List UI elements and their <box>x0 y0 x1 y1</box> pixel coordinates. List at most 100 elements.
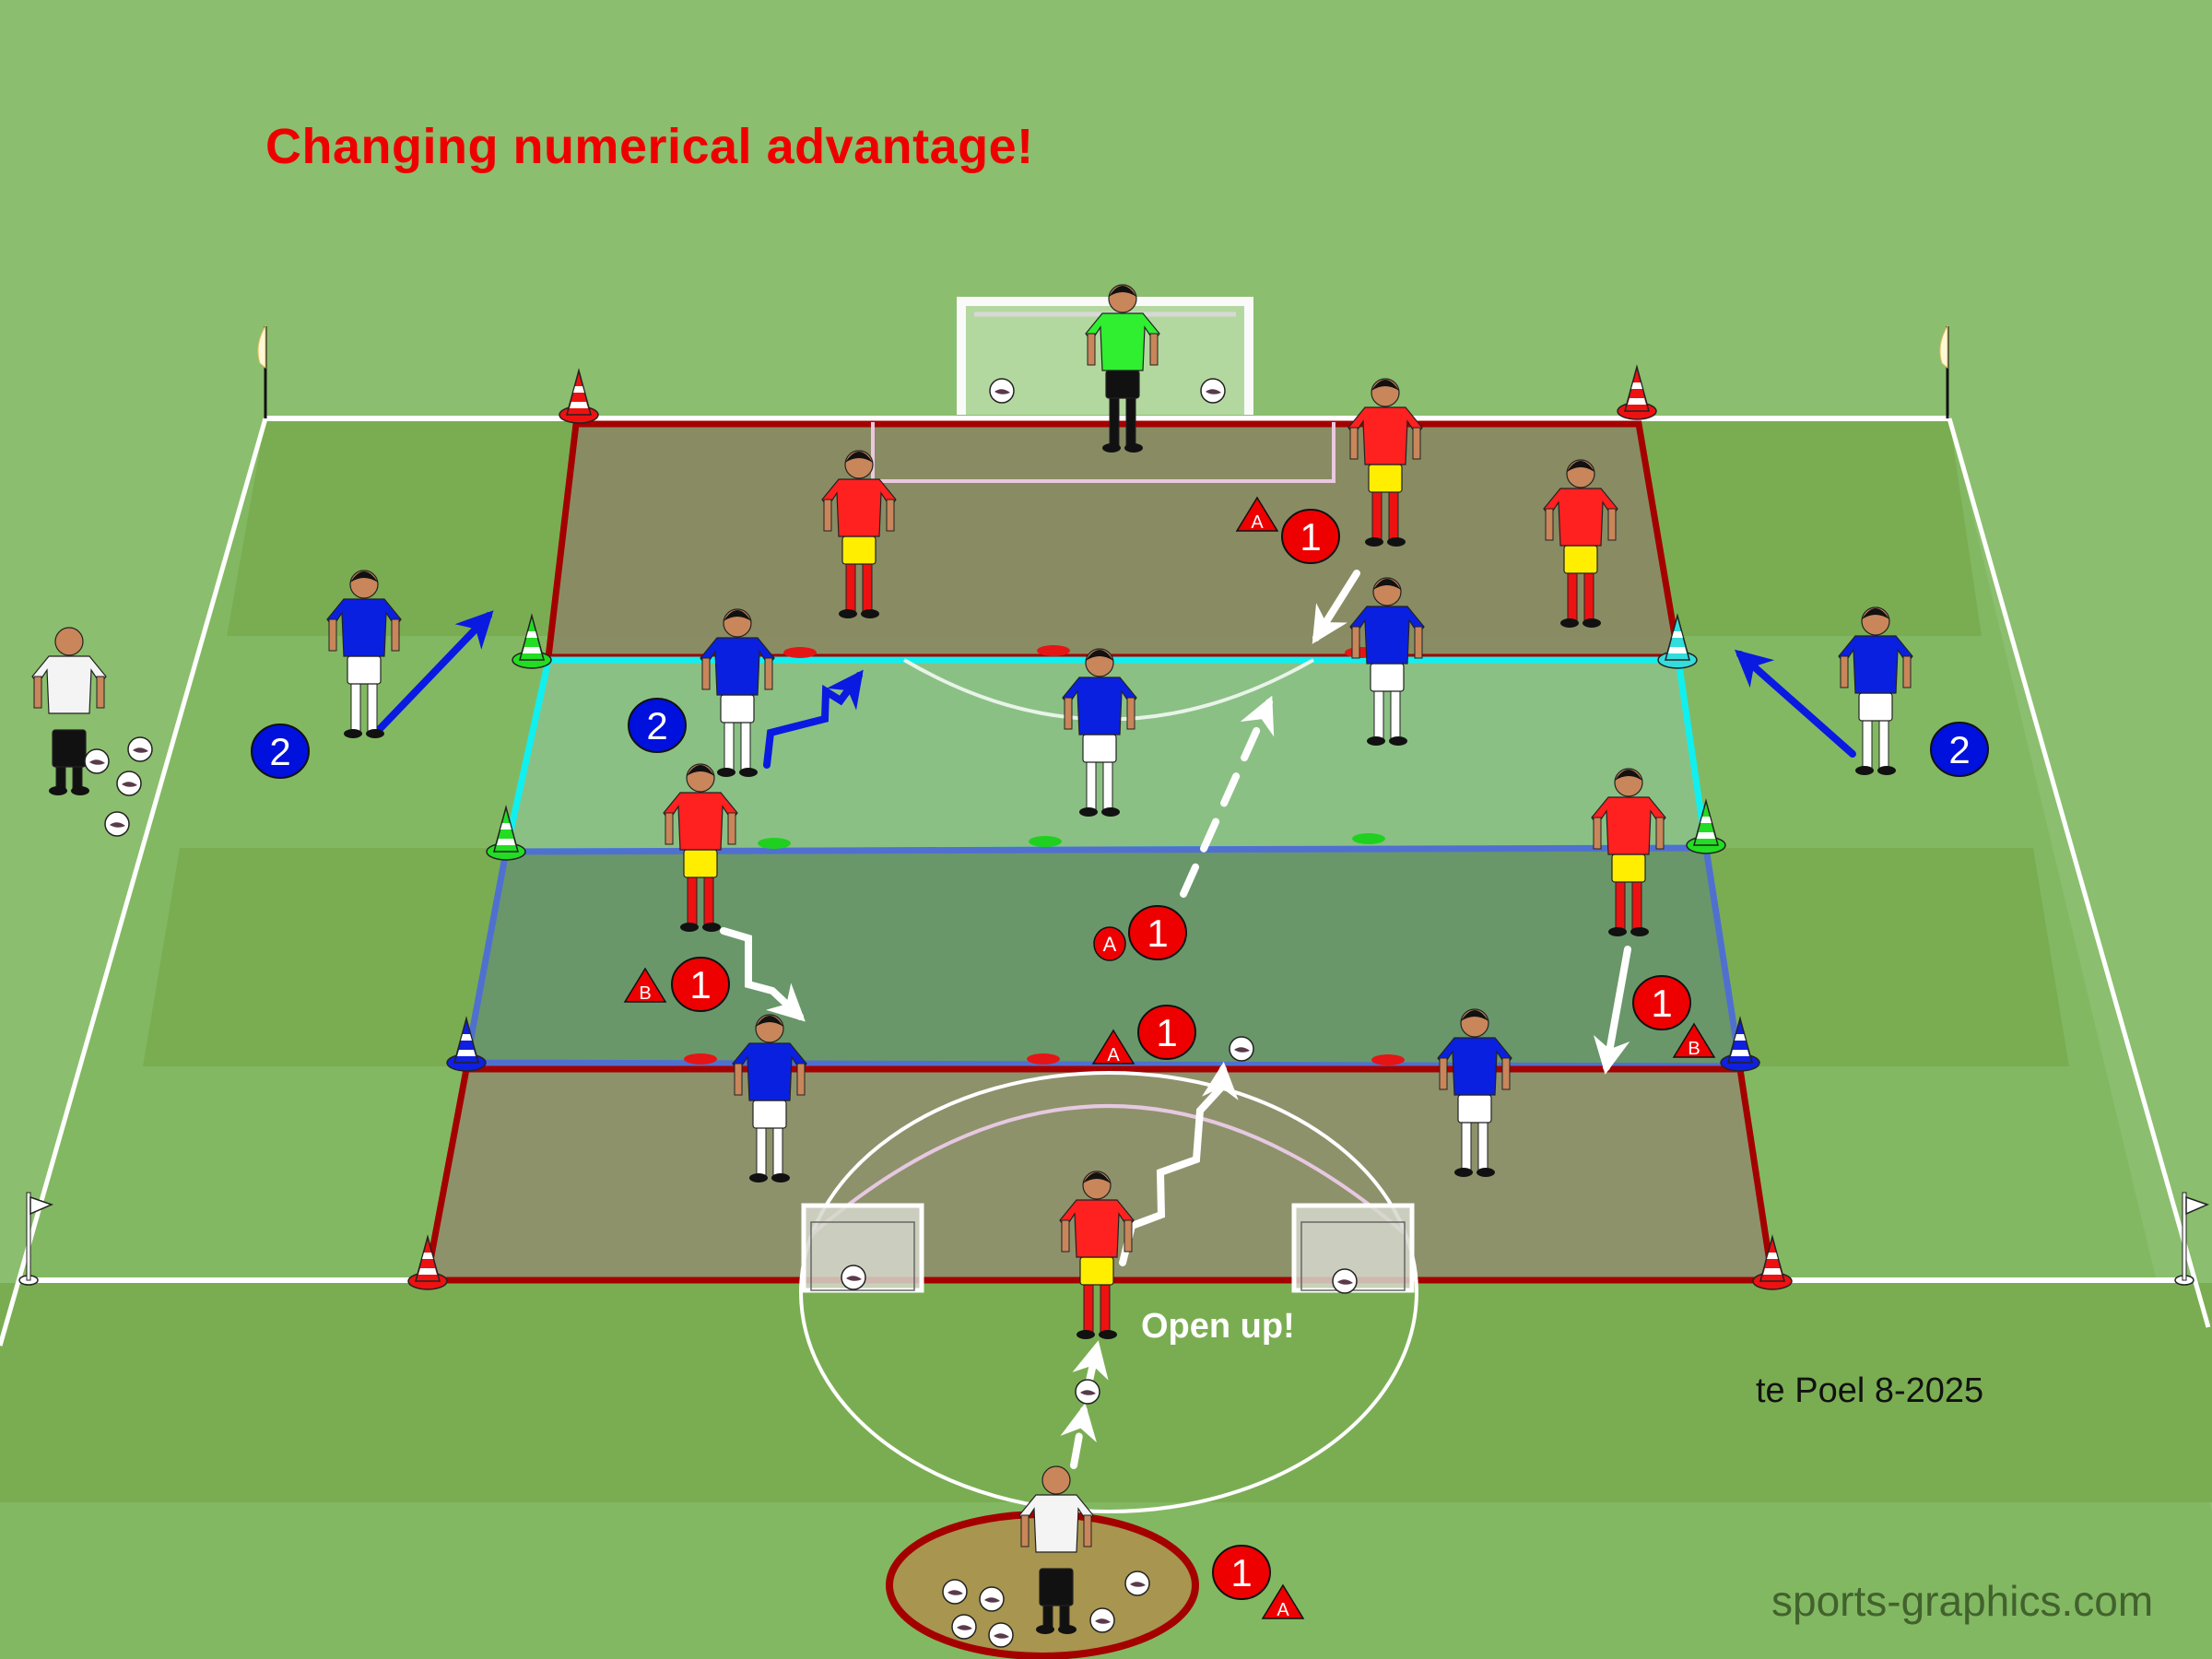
svg-text:A: A <box>1103 933 1117 956</box>
red-cone <box>1752 1234 1793 1290</box>
ball-icon <box>1332 1268 1358 1294</box>
dribble-arrow-icon <box>763 669 864 769</box>
player-red-attacker-left <box>821 450 897 618</box>
phase-marker-A: A <box>1261 1583 1305 1620</box>
red-disc-marker <box>1027 1053 1060 1065</box>
player-coach-server <box>1018 1465 1094 1634</box>
ball-icon <box>951 1614 977 1640</box>
phase-marker-B: B <box>1672 1022 1716 1059</box>
green-cone <box>1686 798 1726 854</box>
ball-icon <box>942 1579 968 1605</box>
ball-icon <box>1124 1571 1150 1596</box>
green-cone <box>486 805 526 861</box>
green-cone <box>512 613 552 669</box>
pass-arrow-icon <box>1072 1340 1109 1384</box>
svg-text:B: B <box>639 983 651 1004</box>
red-number-marker-1: 1 <box>1137 1005 1196 1060</box>
green-disc-marker <box>1029 836 1062 847</box>
blue-number-marker-2: 2 <box>628 698 687 753</box>
green-disc-marker <box>758 838 791 849</box>
red-cone <box>407 1234 448 1290</box>
ball-icon <box>1200 378 1226 404</box>
player-red-striker-deep <box>1059 1171 1135 1339</box>
svg-text:1: 1 <box>1651 982 1672 1025</box>
zone-1-attack <box>545 420 1683 661</box>
red-disc-marker <box>1037 645 1070 656</box>
red-cone <box>1617 364 1657 420</box>
blue-number-marker-2: 2 <box>1930 722 1989 777</box>
red-number-marker-1: 1 <box>1632 975 1691 1030</box>
player-blue-midfield-right <box>1349 577 1425 746</box>
green-disc-marker <box>1352 833 1385 844</box>
corner-flag-icon <box>1939 324 1949 418</box>
svg-text:1: 1 <box>1230 1551 1252 1594</box>
svg-text:B: B <box>1688 1039 1700 1059</box>
corner-flag-icon <box>18 1192 54 1286</box>
svg-text:A: A <box>1251 512 1264 533</box>
ball-icon <box>104 811 130 837</box>
player-red-attacker-center <box>1347 378 1423 547</box>
diagram-title: Changing numerical advantage! <box>265 119 1034 174</box>
right-touchline <box>1947 418 2211 1328</box>
player-coach-sideline <box>31 627 107 795</box>
center-circle-upper <box>809 1104 1408 1237</box>
ball-icon <box>1089 1607 1115 1633</box>
player-goalkeeper <box>1085 284 1160 453</box>
watermark: sports-graphics.com <box>1771 1577 2154 1625</box>
corner-flags <box>18 324 2210 1286</box>
red-cone <box>559 368 599 424</box>
phase-marker-A: A <box>1235 496 1279 533</box>
pass-arrow-icon <box>1060 1403 1097 1469</box>
cyan-cone <box>1657 613 1698 669</box>
red-disc-marker <box>783 647 817 658</box>
ball-icon <box>988 1622 1014 1648</box>
svg-text:A: A <box>1107 1045 1120 1065</box>
run-arrow-icon <box>1312 570 1360 644</box>
author-credit: te Poel 8-2025 <box>1756 1371 1984 1410</box>
player-blue-defender-left <box>732 1014 807 1182</box>
dribble-arrow-icon <box>1119 1062 1239 1266</box>
ball-icon <box>84 748 110 774</box>
pitch-markings <box>798 422 1419 1513</box>
svg-text:A: A <box>1277 1600 1289 1620</box>
ball-icon <box>841 1265 866 1290</box>
run-arrow-icon <box>1593 946 1631 1075</box>
red-disc-marker <box>1371 1054 1405 1065</box>
ball-icon <box>1229 1036 1254 1062</box>
red-number-marker-1: 1 <box>1212 1545 1271 1600</box>
blue-cone <box>446 1016 487 1072</box>
ball-icon <box>979 1586 1005 1612</box>
movement-arrows <box>374 570 1856 1469</box>
run-arrow-icon <box>1735 649 1856 758</box>
svg-text:1: 1 <box>1156 1011 1177 1054</box>
corner-flag-icon <box>2174 1192 2210 1286</box>
ball-icon <box>127 736 153 762</box>
open-up-callout: Open up! <box>1141 1307 1295 1346</box>
run-arrow-icon <box>374 610 494 735</box>
svg-text:1: 1 <box>1300 515 1321 559</box>
ball-icon <box>116 771 142 796</box>
svg-text:2: 2 <box>269 730 290 773</box>
player-blue-outside-left <box>326 570 402 738</box>
dribble-arrow-icon <box>720 927 806 1022</box>
penalty-box-line <box>871 422 1335 483</box>
red-disc-marker <box>684 1053 717 1065</box>
players <box>31 284 1913 1634</box>
player-red-attacker-right <box>1543 459 1618 628</box>
phase-marker-B: B <box>623 967 667 1004</box>
phase-marker-A: A <box>1091 1029 1135 1065</box>
balls <box>84 378 1358 1648</box>
red-number-marker-1: 1 <box>1128 905 1187 960</box>
svg-text:2: 2 <box>646 704 667 747</box>
left-touchline <box>0 418 268 1347</box>
red-number-marker-1: 1 <box>1281 509 1340 564</box>
player-red-wide-right <box>1591 768 1666 936</box>
svg-text:2: 2 <box>1948 728 1970 771</box>
player-blue-defender-right <box>1437 1008 1512 1177</box>
player-blue-outside-right <box>1838 606 1913 775</box>
corner-flag-icon <box>257 324 267 418</box>
phase-marker-A: A <box>1093 926 1126 961</box>
blue-cone <box>1720 1016 1760 1072</box>
